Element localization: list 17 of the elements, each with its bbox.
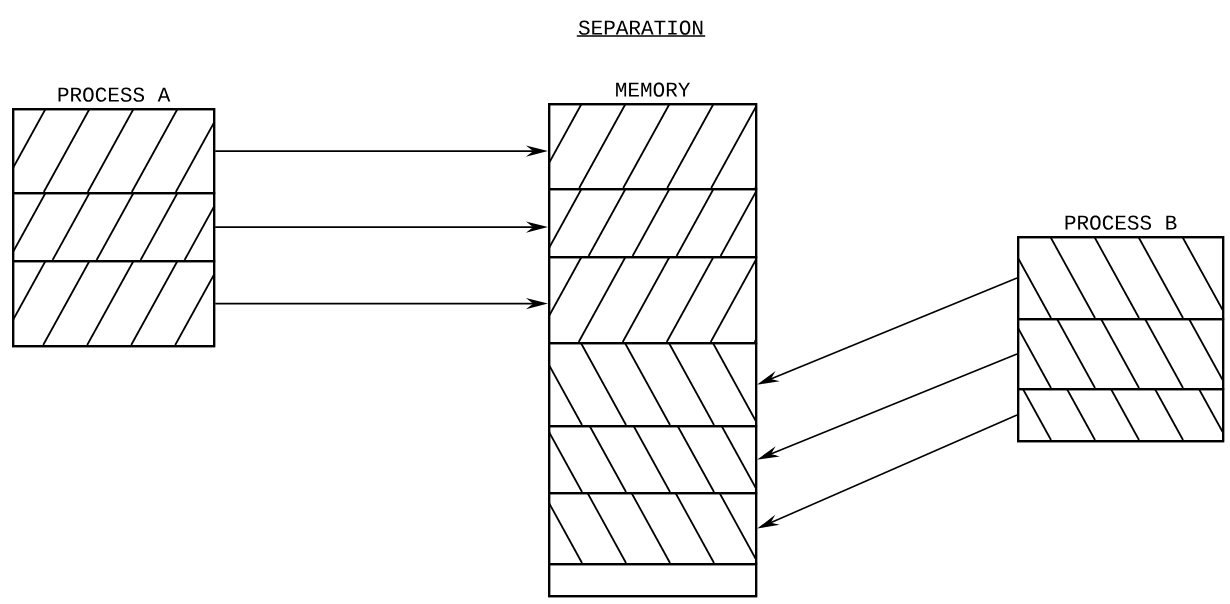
- hatched-segment: [1017, 388, 1225, 443]
- hatched-segment: [548, 256, 758, 345]
- hatched-segment: [12, 192, 216, 263]
- node-label: MEMORY: [616, 82, 691, 97]
- hatched-segment: [1017, 236, 1225, 321]
- hatched-segment: [548, 188, 758, 259]
- hatched-segment: [548, 103, 758, 191]
- hatched-segment: [548, 492, 758, 566]
- title: SEPARATION: [576, 20, 706, 37]
- hatched-segment: [548, 342, 758, 428]
- hatched-segment: [12, 260, 216, 348]
- node-label: PROCESS B: [1065, 215, 1177, 230]
- memory-segment: [548, 563, 758, 598]
- node-label: PROCESS A: [58, 87, 171, 102]
- hatched-segment: [12, 108, 216, 195]
- hatched-segment: [1017, 318, 1225, 391]
- hatched-segment: [548, 425, 758, 495]
